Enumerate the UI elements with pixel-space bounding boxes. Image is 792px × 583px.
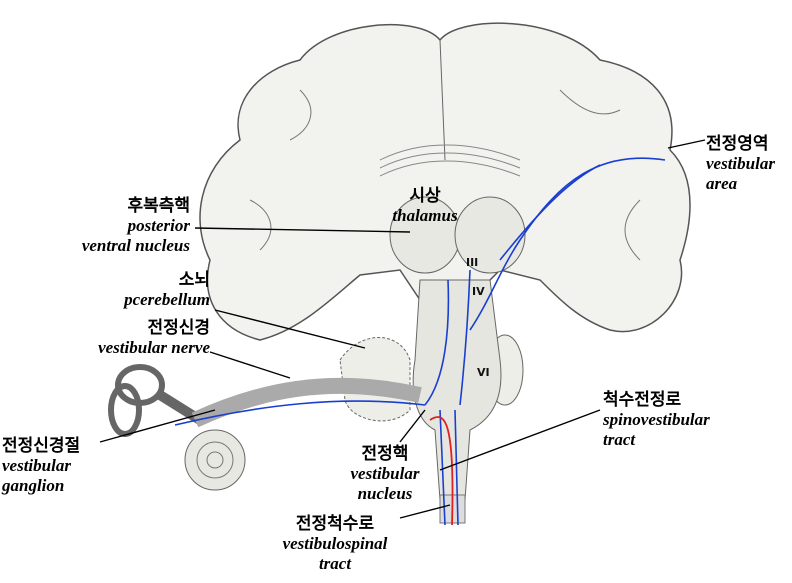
nerve-label-iv: IV [472, 285, 485, 298]
nerve-label-vi: VI [477, 366, 490, 379]
vestibular-nerve [191, 377, 422, 428]
label-thalamus: 시상 thalamus [392, 186, 458, 225]
label-vestibular-nucleus: 전정핵 vestibular nucleus [350, 444, 420, 503]
leader-lines [99, 139, 706, 519]
label-spinovestibular-tract: 척수전정로 spinovestibular tract [603, 390, 710, 449]
spinal-pathway [429, 416, 454, 526]
label-vestibular-area: 전정영역 vestibular area [706, 134, 775, 193]
nerve-label-iii: III [466, 256, 479, 269]
label-vestibular-nerve: 전정신경 vestibular nerve [98, 318, 210, 357]
label-cerebellum: 소뇌 pcerebellum [124, 270, 210, 309]
label-vestibulospinal-tract: 전정척수로 vestibulospinal tract [282, 514, 388, 573]
vestibular-pathways [174, 157, 666, 526]
label-vestibular-ganglion: 전정신경절 vestibular ganglion [2, 436, 81, 495]
label-posterior-ventral-nucleus: 후복측핵 posterior ventral nucleus [81, 196, 190, 255]
